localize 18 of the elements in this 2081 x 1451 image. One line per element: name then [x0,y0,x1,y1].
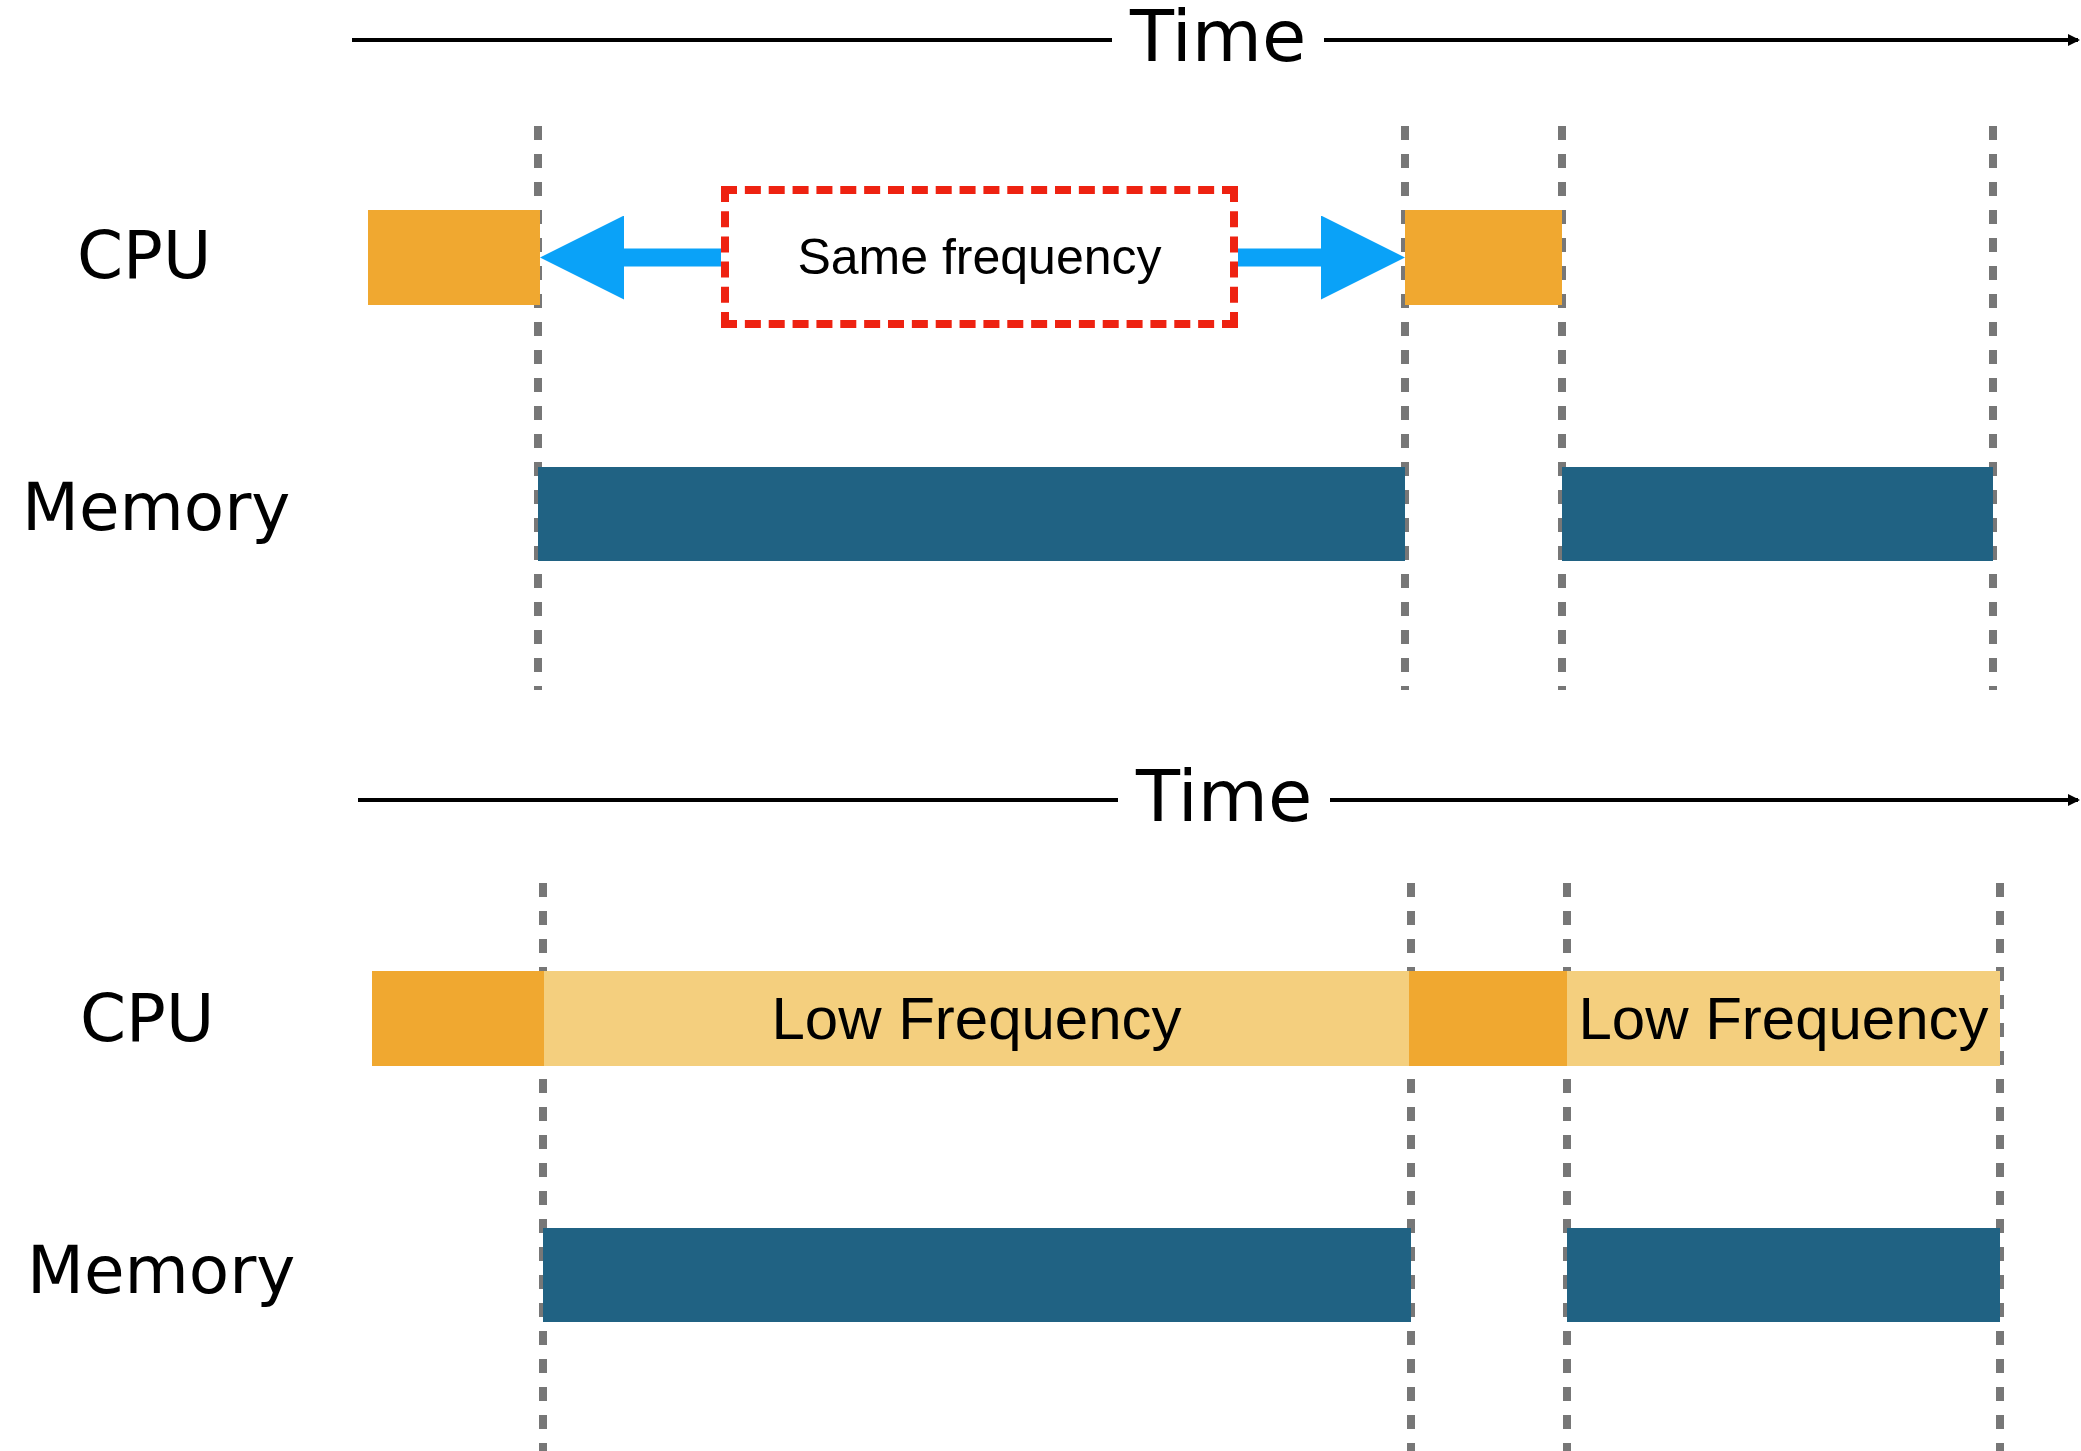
timeline-bar [1567,971,2000,1066]
timeline-bar [544,971,1409,1066]
bar-label: Low Frequency [771,984,1182,1053]
arrow [1238,215,1405,300]
row-label: CPU [80,985,215,1052]
bar-label: Same frequency [797,228,1162,286]
row-label: CPU [77,222,212,289]
arrow [540,215,721,300]
timeline-bar [1567,1228,2000,1322]
timeline-bar [368,210,540,305]
timeline-bar [543,1228,1411,1322]
dashed-callout-box [721,186,1238,328]
bar-label: Low Frequency [1578,984,1989,1053]
timeline-bar [1562,467,1993,561]
timeline-bar [372,971,544,1066]
timeline-bar [1409,971,1567,1066]
timeline-bar [538,467,1405,561]
timeline-bar [1405,210,1562,305]
